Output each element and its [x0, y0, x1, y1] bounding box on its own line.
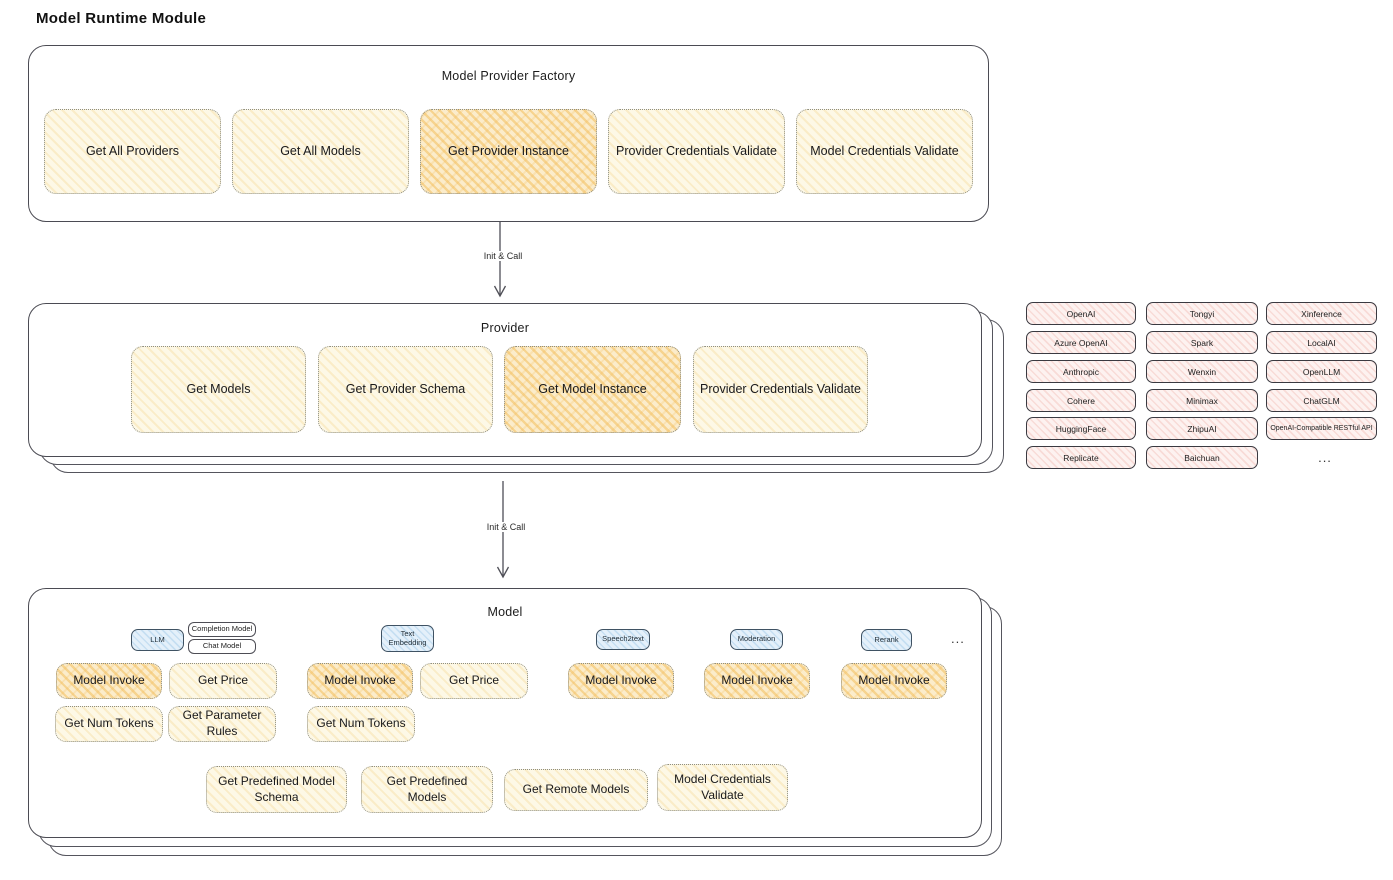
moderation-model-invoke-node: Model Invoke — [704, 663, 810, 699]
model-types-more-ellipsis: ... — [951, 631, 965, 646]
model-title: Model — [487, 605, 523, 619]
llm-get-num-tokens-node: Get Num Tokens — [55, 706, 163, 742]
provider-pill-xinference: Xinference — [1266, 302, 1377, 325]
provider-title: Provider — [480, 321, 530, 335]
factory-model-credentials-validate-node: Model Credentials Validate — [796, 109, 973, 194]
init-call-arrow-2-icon — [496, 481, 510, 579]
provider-pill-spark: Spark — [1146, 331, 1258, 354]
get-predefined-models-node: Get Predefined Models — [361, 766, 493, 813]
llm-get-parameter-rules-node: Get Parameter Rules — [168, 706, 276, 742]
provider-get-model-instance-node: Get Model Instance — [504, 346, 681, 433]
provider-pill-openai-compatible: OpenAI-Compatible RESTful API — [1266, 417, 1377, 440]
provider-pill-huggingface: HuggingFace — [1026, 417, 1136, 440]
tag-rerank: Rerank — [861, 629, 912, 651]
provider-pill-cohere: Cohere — [1026, 389, 1136, 412]
provider-get-provider-schema-node: Get Provider Schema — [318, 346, 493, 433]
embedding-model-invoke-node: Model Invoke — [307, 663, 413, 699]
provider-pill-replicate: Replicate — [1026, 446, 1136, 469]
tag-speech2text: Speech2text — [596, 629, 650, 650]
factory-provider-credentials-validate-node: Provider Credentials Validate — [608, 109, 785, 194]
provider-pill-anthropic: Anthropic — [1026, 360, 1136, 383]
page-title: Model Runtime Module — [36, 10, 207, 27]
init-call-arrow-1-icon — [493, 222, 507, 298]
provider-pill-chatglm: ChatGLM — [1266, 389, 1377, 412]
factory-get-all-providers-node: Get All Providers — [44, 109, 221, 194]
tag-llm: LLM — [131, 629, 184, 651]
get-remote-models-node: Get Remote Models — [504, 769, 648, 811]
speech2text-model-invoke-node: Model Invoke — [568, 663, 674, 699]
provider-pill-openai: OpenAI — [1026, 302, 1136, 325]
init-call-label-2: Init & Call — [463, 522, 549, 532]
provider-pill-zhipuai: ZhipuAI — [1146, 417, 1258, 440]
get-predefined-model-schema-node: Get Predefined Model Schema — [206, 766, 347, 813]
provider-get-models-node: Get Models — [131, 346, 306, 433]
init-call-label-1: Init & Call — [460, 251, 546, 261]
provider-container: Provider Get Models Get Provider Schema … — [28, 303, 982, 457]
provider-pill-azure-openai: Azure OpenAI — [1026, 331, 1136, 354]
factory-container: Model Provider Factory Get All Providers… — [28, 45, 989, 222]
tag-chat-model: Chat Model — [188, 639, 256, 654]
tag-completion-model: Completion Model — [188, 622, 256, 637]
model-credentials-validate-node: Model Credentials Validate — [657, 764, 788, 811]
provider-pill-wenxin: Wenxin — [1146, 360, 1258, 383]
factory-get-provider-instance-node: Get Provider Instance — [420, 109, 597, 194]
embedding-get-num-tokens-node: Get Num Tokens — [307, 706, 415, 742]
provider-pill-localai: LocalAI — [1266, 331, 1377, 354]
tag-moderation: Moderation — [730, 629, 783, 650]
tag-text-embedding: Text Embedding — [381, 625, 434, 652]
model-container: Model LLM Completion Model Chat Model Te… — [28, 588, 982, 838]
llm-model-invoke-node: Model Invoke — [56, 663, 162, 699]
factory-get-all-models-node: Get All Models — [232, 109, 409, 194]
provider-credentials-validate-node: Provider Credentials Validate — [693, 346, 868, 433]
embedding-get-price-node: Get Price — [420, 663, 528, 699]
provider-grid-more-ellipsis: ... — [1318, 450, 1332, 465]
factory-title: Model Provider Factory — [441, 69, 576, 83]
provider-pill-minimax: Minimax — [1146, 389, 1258, 412]
provider-pill-openllm: OpenLLM — [1266, 360, 1377, 383]
provider-pill-tongyi: Tongyi — [1146, 302, 1258, 325]
rerank-model-invoke-node: Model Invoke — [841, 663, 947, 699]
provider-pill-baichuan: Baichuan — [1146, 446, 1258, 469]
llm-get-price-node: Get Price — [169, 663, 277, 699]
